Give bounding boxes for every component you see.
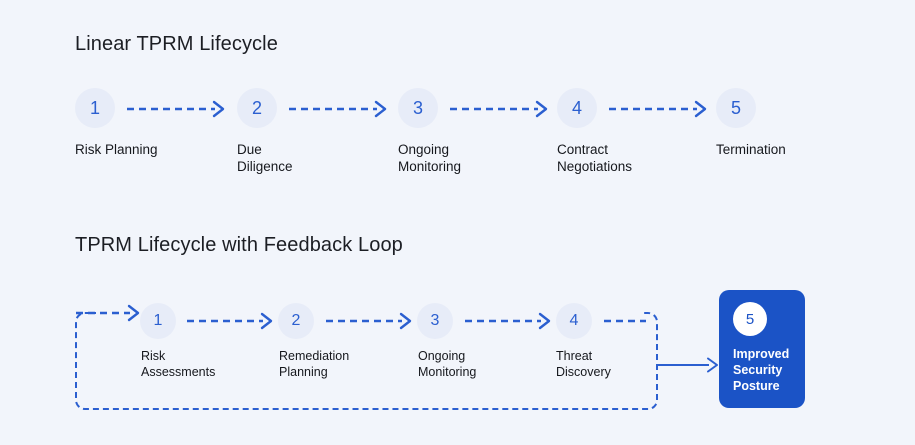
linear-step-5-label: Termination — [716, 142, 786, 157]
feedback-step-3-label: Ongoing Monitoring — [418, 349, 477, 379]
linear-step-4-label: Contract Negotiations — [557, 142, 633, 174]
feedback-step-1-label: Risk Assessments — [141, 349, 216, 379]
feedback-arrow-2-to-3 — [326, 312, 412, 330]
linear-step-3-circle[interactable]: 3 — [398, 88, 438, 128]
linear-section-title: Linear TPRM Lifecycle — [75, 33, 278, 55]
linear-step-3-label: Ongoing Monitoring — [398, 142, 462, 174]
linear-step-1-label: Risk Planning — [75, 142, 158, 157]
linear-arrow-3-to-4 — [450, 100, 548, 118]
feedback-step-4-label: Threat Discovery — [556, 349, 611, 379]
outcome-connector-arrow — [657, 357, 718, 373]
feedback-step-1-circle[interactable]: 1 — [140, 303, 176, 339]
feedback-arrow-1-to-2 — [187, 312, 273, 330]
linear-step-1-circle[interactable]: 1 — [75, 88, 115, 128]
feedback-section-title: TPRM Lifecycle with Feedback Loop — [75, 234, 403, 256]
feedback-arrow-3-to-4 — [465, 312, 551, 330]
feedback-step-2-circle[interactable]: 2 — [278, 303, 314, 339]
feedback-step-2-label: Remediation Planning — [279, 349, 350, 379]
feedback-step-4-circle[interactable]: 4 — [556, 303, 592, 339]
feedback-loop-top-gap — [96, 305, 644, 321]
linear-step-5-circle[interactable]: 5 — [716, 88, 756, 128]
linear-step-2-label: Due Diligence — [237, 142, 293, 174]
outcome-step-5-badge: 5 — [733, 302, 767, 336]
linear-step-2-circle[interactable]: 2 — [237, 88, 277, 128]
linear-arrow-1-to-2 — [127, 100, 225, 118]
improved-security-posture-card[interactable]: 5 Improved Security Posture — [719, 290, 805, 408]
linear-step-4-circle[interactable]: 4 — [557, 88, 597, 128]
feedback-loop-entry-arrow — [76, 304, 140, 322]
outcome-card-label: Improved Security Posture — [733, 347, 790, 393]
linear-arrow-2-to-3 — [289, 100, 387, 118]
linear-arrow-4-to-5 — [609, 100, 707, 118]
feedback-arrow-4-to-loop — [604, 319, 646, 323]
feedback-step-3-circle[interactable]: 3 — [417, 303, 453, 339]
